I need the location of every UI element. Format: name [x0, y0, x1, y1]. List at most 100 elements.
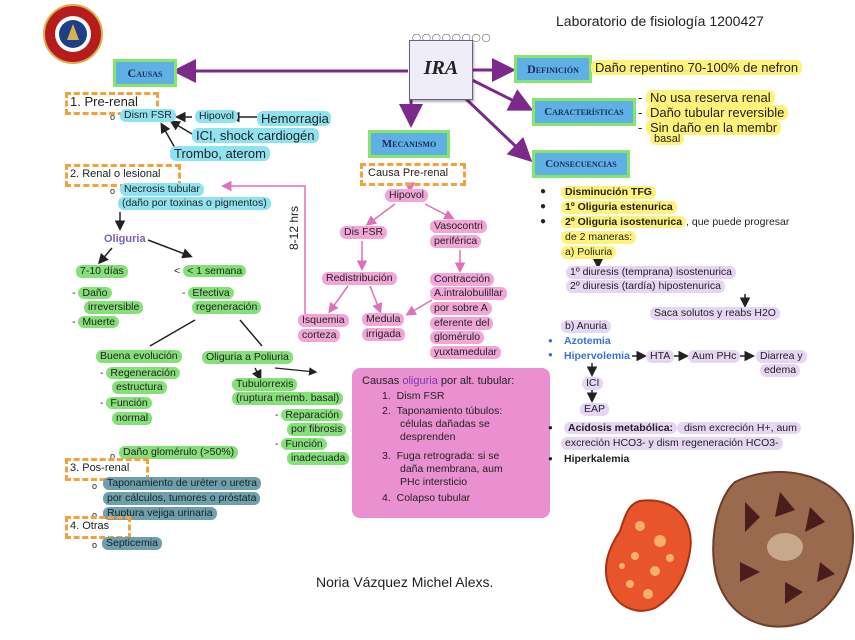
- cons-maneras: de 2 maneras:: [561, 231, 637, 244]
- bullet-dot: ●: [540, 201, 547, 212]
- oliguria-cause-1: 1. Dism FSR: [382, 390, 445, 402]
- dano-glomerulo: Daño glomérulo (>50%): [119, 446, 239, 459]
- funcion-label: - Función: [100, 397, 152, 410]
- posrenal-item: por cálculos, tumores o próstata: [103, 492, 261, 505]
- trombo: Trombo, aterom: [170, 146, 270, 161]
- posrenal-title: 3. Pos-renal: [70, 462, 130, 474]
- cons-hiperkalemia: Hiperkalemia: [564, 453, 630, 465]
- irreversible-label: irreversible: [84, 301, 144, 314]
- cons-aum-phc: Aum PHc: [688, 350, 741, 363]
- mec-contraccion: Contracción: [430, 273, 495, 286]
- por-fibrosis: por fibrosis: [287, 423, 347, 436]
- prerenal-box: [65, 92, 159, 115]
- renal-title: 2. Renal o lesional: [70, 168, 161, 180]
- cons-acidosis: Acidosis metabólica: dism excreción H+, …: [564, 422, 801, 435]
- cons-saca: Saca solutos y reabs H2O: [650, 307, 780, 320]
- inadecuada-label: inadecuada: [287, 452, 350, 465]
- mec-redistribucion: Redistribución: [322, 272, 397, 285]
- otras-item: Septicemia: [102, 537, 162, 550]
- bullet-dot: ●: [548, 423, 553, 432]
- necrosis-sub: (daño por toxinas o pigmentos): [118, 197, 271, 210]
- bullet-circle: o: [110, 186, 116, 196]
- cons-azotemia: Azotemia: [564, 335, 611, 347]
- regeneracion-label: regeneración: [192, 301, 262, 314]
- mec-contraccion: glomérulo: [430, 331, 485, 344]
- oliguria-cause-2: 2. Taponamiento túbulos: células dañadas…: [382, 405, 503, 443]
- cons-oliguria1: 1º Oliguria estenurica: [561, 201, 677, 214]
- dism-fsr: Dism FSR: [120, 109, 176, 122]
- cons-eap: EAP: [580, 403, 610, 416]
- causas-header: Causas: [113, 59, 177, 87]
- oliguria-causes-box: Causas oliguria por alt. tubular: 1. Dis…: [352, 368, 550, 518]
- posrenal-item: Ruptura vejiga urinaria: [103, 507, 217, 520]
- cons-anuria: b) Anuria: [561, 320, 612, 333]
- hemorragia: Hemorragia: [257, 111, 331, 126]
- funcion2-label: - Función: [275, 438, 327, 451]
- oliguria-label: Oliguria: [104, 233, 146, 245]
- semana: < < 1 semana: [174, 265, 247, 278]
- cons-diarrea: Diarrea y: [756, 350, 807, 363]
- mec-contraccion: yuxtamedular: [430, 346, 502, 359]
- bullet-dot: ●: [548, 454, 553, 463]
- author-name: Noria Vázquez Michel Alexs.: [316, 574, 494, 590]
- hrs-label: 8-12 hrs: [287, 205, 301, 250]
- reparacion-label: - Reparación: [275, 409, 344, 422]
- dias: 7-10 días: [76, 265, 128, 278]
- mec-vasocontri: Vasocontri: [430, 220, 487, 233]
- bullet-circle: o: [92, 540, 98, 550]
- ira-notepad: [409, 40, 473, 100]
- cons-hipervolemia: Hipervolemia: [564, 350, 630, 362]
- mec-dis-fsr: Dis FSR: [340, 226, 388, 239]
- posrenal-item: Taponamiento de uréter o uretra: [103, 477, 262, 490]
- mec-medula: Medula: [362, 313, 405, 326]
- consecuencias-header: Consecuencias: [532, 150, 630, 178]
- oliguria-causes-title: Causas oliguria por alt. tubular:: [362, 375, 515, 387]
- caracteristicas-header: Características: [532, 98, 636, 126]
- cons-diuresis1: 1º diuresis (temprana) isostenurica: [566, 266, 736, 279]
- cons-diuresis2: 2º diuresis (tardía) hipostenurica: [566, 280, 725, 293]
- bullet-dot: ●: [540, 216, 547, 227]
- mec-periferica: periférica: [430, 235, 482, 248]
- mec-medula: irrigada: [362, 328, 406, 341]
- prerenal-title: 1. Pre-renal: [70, 94, 138, 109]
- efectiva-label: - Efectiva: [182, 287, 234, 300]
- cons-oliguria2: 2º Oliguria isostenurica, que puede prog…: [561, 216, 789, 229]
- bullet-circle: o: [92, 510, 98, 520]
- bullet-dot: ●: [548, 336, 553, 345]
- semana-text: < 1 semana: [183, 265, 247, 277]
- kidney-illustration: [604, 499, 692, 612]
- ici-shock: ICI, shock cardiogén: [192, 128, 319, 143]
- causa-prerenal-box: [360, 163, 466, 186]
- otras-box: [65, 516, 131, 539]
- kidney-section-photo: [712, 471, 854, 628]
- bullet-dot: ●: [540, 186, 547, 197]
- necrosis-tubular: Necrosis tubular: [120, 183, 204, 196]
- definicion-header: Definición: [514, 55, 592, 83]
- causa-prerenal: Causa Pre-renal: [368, 167, 449, 179]
- dano-label: - Daño: [72, 287, 112, 300]
- page-title: Laboratorio de fisiología 1200427: [556, 13, 764, 29]
- bullet-circle: o: [92, 481, 98, 491]
- hipovol: Hipovol: [195, 110, 239, 123]
- cons-acidosis2: excreción HCO3- y dism regeneración HCO3…: [561, 437, 783, 450]
- cons-tfg: Disminución TFG: [561, 186, 656, 199]
- oliguria-cause-3: 3. Fuga retrograda: si se daña membrana,…: [382, 450, 503, 488]
- mec-isquemia: corteza: [298, 329, 341, 342]
- mec-contraccion: por sobre A: [430, 302, 492, 315]
- estructura-label: estructura: [112, 381, 167, 394]
- university-seal-logo: [43, 4, 103, 64]
- mec-contraccion: eferente del: [430, 317, 494, 330]
- notepad-rings: ◯◯◯◯◯◯◯◯: [412, 33, 492, 42]
- mecanismo-header: Mecanismo: [368, 130, 450, 158]
- regeneracion-estr: - Regeneración: [100, 367, 180, 380]
- mec-hipovol: Hipovol: [385, 189, 429, 202]
- mec-isquemia: Isquemia: [298, 314, 349, 327]
- definicion-text: Daño repentino 70-100% de nefron: [591, 60, 803, 75]
- oliguria-cause-4: 4. Colapso tubular: [382, 492, 471, 504]
- oliguria-poliuria: Oliguria a Poliuria: [202, 351, 293, 364]
- caracteristica-item: - No usa reserva renal: [638, 90, 775, 105]
- cons-hta: HTA: [646, 350, 675, 363]
- bullet-circle: o: [110, 112, 116, 122]
- tubulorrexis: Tubulorrexis: [232, 378, 298, 391]
